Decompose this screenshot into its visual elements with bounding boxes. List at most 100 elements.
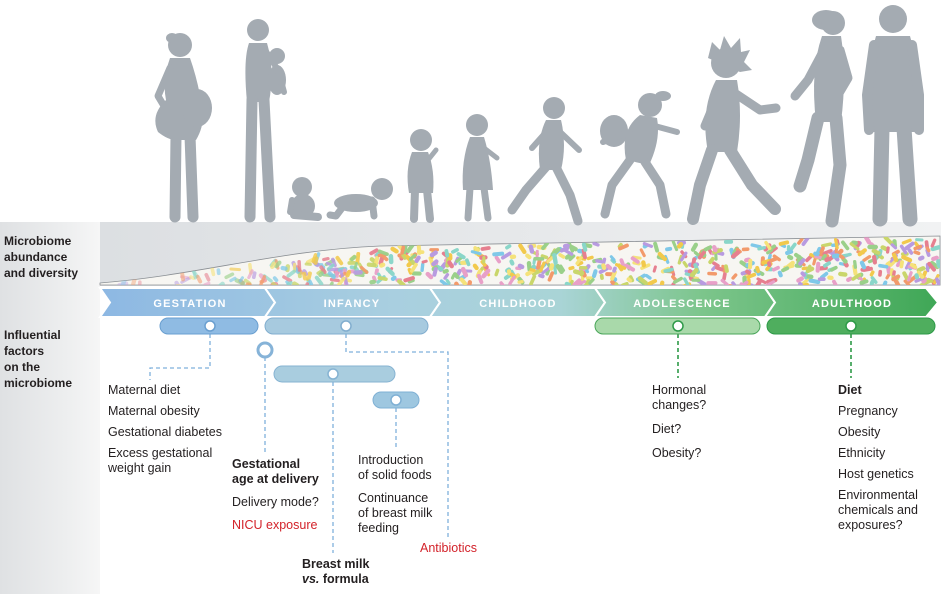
label-line: microbiome (4, 376, 73, 390)
connector-antibiotics (345, 334, 449, 538)
bacterium-icon (568, 279, 574, 285)
bacterium-icon (862, 255, 872, 262)
bacterium-icon (786, 245, 791, 252)
bacterium-icon (117, 281, 129, 285)
blue-connectors (149, 334, 449, 553)
bacterium-icon (821, 254, 827, 261)
bacterium-icon (403, 276, 415, 283)
bacterium-icon (224, 272, 235, 280)
bacterium-icon (366, 262, 377, 268)
bacterium-icon (390, 246, 399, 254)
bacterium-icon (746, 272, 757, 279)
bacterium-icon (682, 260, 689, 268)
bacterium-icon (470, 250, 482, 256)
bacterium-icon (676, 242, 684, 249)
bacterium-icon (712, 247, 723, 255)
bacterium-icon (270, 261, 277, 269)
bacterium-icon (304, 262, 312, 266)
bacterium-icon (586, 255, 594, 261)
bacterium-icon (203, 281, 211, 285)
bacterium-icon (251, 271, 257, 280)
bacterium-icon (592, 241, 600, 247)
bacterium-icon (180, 270, 186, 282)
bacterium-icon (286, 269, 296, 278)
bacterium-icon (297, 260, 302, 272)
bacterium-icon (452, 272, 460, 280)
bacterium-icon (619, 258, 626, 268)
bacterium-icon (753, 279, 762, 285)
bacterium-icon (838, 254, 845, 260)
label-line: on the (4, 360, 40, 374)
antibiotics-factor: Antibiotics (420, 541, 477, 555)
bacterium-icon (304, 282, 310, 285)
bacterium-icon (499, 281, 506, 285)
bacterium-icon (730, 250, 741, 259)
bacterium-icon (517, 280, 524, 284)
bacterium-icon (748, 258, 753, 270)
bacterium-icon (863, 236, 872, 245)
bacterium-icon (344, 277, 350, 285)
bacterium-icon (541, 267, 550, 275)
running-woman-icon (790, 10, 853, 228)
jumping-child-icon (600, 91, 680, 219)
adolescent-icon (687, 36, 781, 225)
bacterium-icon (679, 251, 688, 262)
bacterium-icon (568, 265, 575, 271)
stage-adulthood (763, 287, 940, 318)
bacterium-icon (659, 280, 665, 285)
bacterium-icon (930, 238, 937, 248)
bacterium-icon (630, 256, 640, 264)
bacterium-icon (614, 282, 620, 285)
bacterium-icon (539, 261, 546, 273)
nicu-exposure-factor: NICU exposure (232, 518, 318, 532)
bacterium-icon (777, 270, 783, 278)
small-child-icon (462, 114, 500, 222)
factor-item: Obesity (838, 425, 881, 439)
bacterium-icon (832, 279, 839, 285)
bacterium-icon (745, 269, 751, 275)
bacterium-icon (563, 248, 574, 256)
bacterium-icon (322, 257, 330, 262)
bacterium-icon (466, 280, 473, 285)
bacterium-icon (755, 265, 761, 274)
bacterium-icon (740, 280, 749, 285)
running-child-icon (507, 97, 583, 226)
label-line: Influential (4, 328, 61, 342)
bacterium-icon (707, 271, 718, 276)
bacterium-icon (747, 278, 751, 285)
bacterium-icon (778, 240, 790, 246)
bacterium-icon (492, 251, 505, 257)
pill-adulthood (766, 317, 936, 335)
adulthood-factors: Diet Pregnancy Obesity Ethnicity Host ge… (838, 383, 918, 539)
bacterium-icon (871, 249, 881, 255)
bacterium-icon (459, 277, 468, 285)
bacterium-icon (788, 242, 797, 252)
bacterium-icon (822, 261, 832, 268)
stage-label-adolescence: ADOLESCENCE (633, 298, 731, 310)
bacterium-icon (647, 278, 658, 285)
bacterium-icon (672, 276, 683, 284)
bacterium-icon (834, 237, 839, 250)
bacterium-icon (731, 273, 738, 280)
bacterium-icon (174, 280, 183, 285)
bacterium-icon (869, 270, 875, 277)
bacterium-icon (802, 282, 809, 285)
bacterium-icon (841, 240, 850, 251)
factor-item: Gestational diabetes (108, 425, 222, 439)
factor-item: Excess gestational weight gain (108, 446, 213, 475)
bacterium-icon (882, 280, 888, 285)
factor-item: Environmental chemicals and exposures? (838, 488, 918, 532)
bacterium-icon (703, 245, 713, 252)
bacterium-icon (798, 258, 806, 266)
bacterium-icon (533, 257, 545, 261)
factor-item: Continuance of breast milk feeding (358, 491, 433, 535)
bacterium-icon (259, 275, 267, 285)
bacterium-icon (892, 252, 899, 263)
pregnant-woman-icon (154, 33, 212, 223)
pill-solid-foods (372, 391, 420, 409)
bacterium-icon (558, 253, 566, 259)
bacterium-icon (245, 282, 252, 285)
bacterium-icon (907, 248, 914, 255)
influential-factors-label: Influential factors on the microbiome (4, 327, 72, 391)
bacterium-icon (447, 260, 454, 269)
